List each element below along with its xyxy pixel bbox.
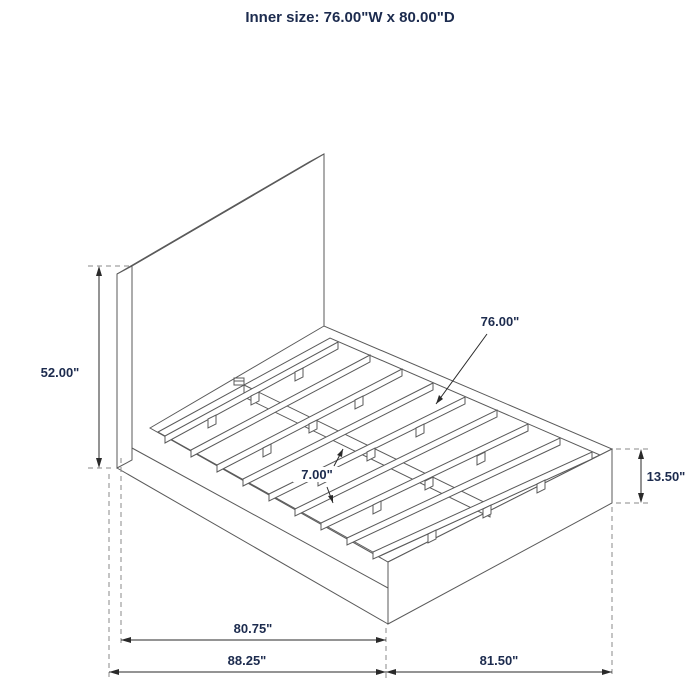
slats [164,341,593,560]
slat-boards [164,341,593,560]
page-title: Inner size: 76.00"W x 80.00"D [245,9,454,26]
dim-label-headboard-height: 52.00" [41,365,80,380]
dim-label-inner-width: 76.00" [481,314,520,329]
dim-label-overall-width: 81.50" [480,653,519,668]
left-side-rail [116,447,389,625]
dimension-annotations: 52.00" 76.00" 7.00" 13.50" 80.75" 88.25"… [41,265,686,678]
slat-spacing-label-backing [293,467,341,482]
dimension-lines [98,270,642,673]
headboard-left-side [116,265,133,469]
bracket-detail [233,377,245,386]
headboard [116,153,325,469]
extension-lines [88,265,650,678]
rail-bracket [233,377,245,386]
dim-label-base-depth: 80.75" [234,621,273,636]
headboard-front-panel [131,153,325,460]
dim-label-overall-depth: 88.25" [228,653,267,668]
slat-support-feet [207,367,546,544]
dim-label-slat-spacing: 7.00" [301,467,332,482]
support-blocks [207,367,546,544]
dim-label-footboard-height: 13.50" [647,469,686,484]
